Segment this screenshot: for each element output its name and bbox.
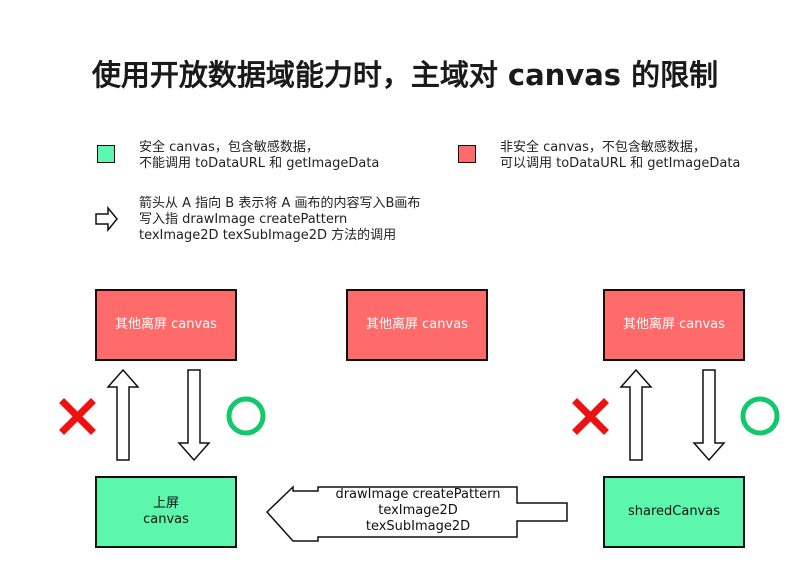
legend-arrow-icon — [95, 205, 118, 233]
cross-icon — [572, 398, 609, 435]
circle-check-icon — [226, 396, 266, 436]
circle-check-icon — [740, 396, 780, 436]
legend-arrow-line3: texImage2D texSubImage2D 方法的调用 — [139, 228, 397, 243]
legend-arrow-line2: 写入指 drawImage createPattern — [139, 212, 348, 227]
legend-arrow-line1: 箭头从 A 指向 B 表示将 A 画布的内容写入B画布 — [139, 196, 421, 211]
other-offscreen-canvas-left: 其他离屏 canvas — [95, 289, 237, 361]
box-label: 其他离屏 canvas — [623, 317, 725, 332]
legend-safe-swatch — [97, 145, 115, 163]
box-label: 其他离屏 canvas — [366, 317, 468, 332]
other-offscreen-canvas-right: 其他离屏 canvas — [603, 289, 745, 361]
left-down-arrow — [177, 369, 211, 462]
legend-safe-line2: 不能调用 toDataURL 和 getImageData — [139, 156, 380, 171]
right-down-arrow — [692, 369, 726, 462]
other-offscreen-canvas-center: 其他离屏 canvas — [346, 289, 488, 361]
shared-canvas: sharedCanvas — [603, 476, 745, 548]
legend-unsafe-line2: 可以调用 toDataURL 和 getImageData — [500, 156, 741, 171]
center-left-arrow — [265, 485, 568, 542]
box-label: 其他离屏 canvas — [115, 317, 217, 332]
center-arrow-label: drawImage createPattern texImage2D texSu… — [318, 487, 518, 535]
legend-safe-text: 安全 canvas，包含敏感数据， 不能调用 toDataURL 和 getIm… — [139, 140, 379, 172]
screen-canvas: 上屏 canvas — [95, 476, 237, 548]
legend-unsafe-swatch — [458, 145, 476, 163]
center-arrow-line3: texSubImage2D — [365, 519, 471, 534]
cross-icon — [59, 398, 96, 435]
box-label: sharedCanvas — [627, 504, 720, 519]
center-arrow-line2: texImage2D — [378, 503, 458, 518]
left-up-arrow — [106, 368, 140, 461]
center-arrow-line1: drawImage createPattern — [335, 487, 501, 502]
legend-safe-line1: 安全 canvas，包含敏感数据， — [139, 140, 319, 155]
legend-unsafe-line1: 非安全 canvas，不包含敏感数据， — [500, 140, 706, 155]
box-label-line2: canvas — [143, 512, 189, 527]
legend-unsafe-text: 非安全 canvas，不包含敏感数据， 可以调用 toDataURL 和 get… — [500, 140, 740, 172]
page-title: 使用开放数据域能力时，主域对 canvas 的限制 — [91, 58, 719, 92]
legend-arrow-text: 箭头从 A 指向 B 表示将 A 画布的内容写入B画布 写入指 drawImag… — [139, 196, 420, 244]
right-up-arrow — [619, 368, 653, 461]
box-label-line1: 上屏 — [152, 496, 179, 511]
